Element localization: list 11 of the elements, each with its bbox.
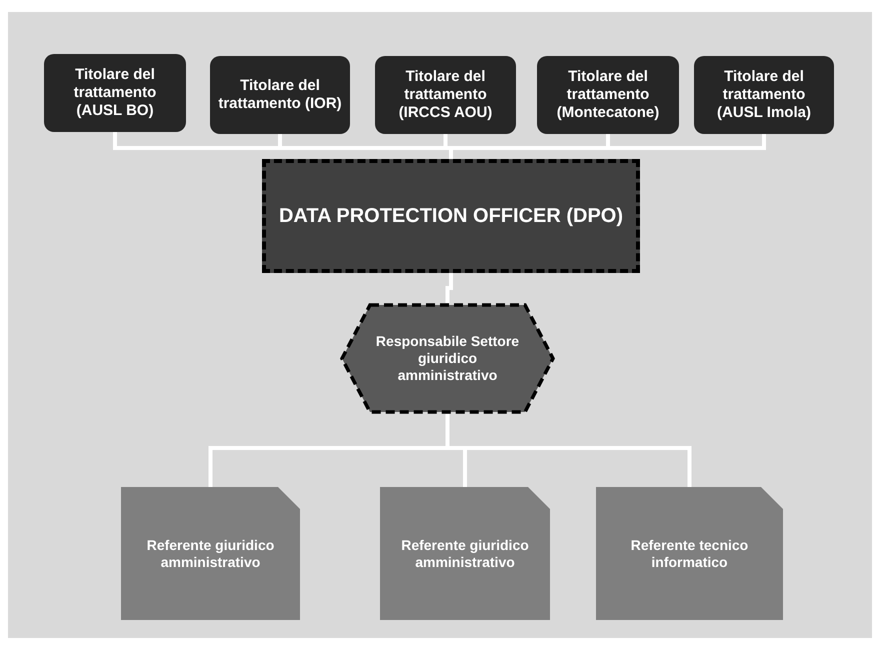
entity-box: Titolare del trattamento (IOR) bbox=[210, 56, 350, 134]
hexagon-node: Responsabile Settore giuridico amministrativo bbox=[340, 303, 555, 414]
entity-box: Titolare del trattamento (AUSL BO) bbox=[44, 54, 186, 132]
entity-box: Titolare del trattamento (IRCCS AOU) bbox=[375, 56, 516, 134]
document-box: Referente tecnico informatico bbox=[596, 487, 783, 620]
connector-line bbox=[446, 273, 453, 303]
officer-box: DATA PROTECTION OFFICER (DPO) bbox=[262, 159, 640, 273]
document-box: Referente giuridico amministrativo bbox=[121, 487, 300, 620]
document-box: Referente giuridico amministrativo bbox=[380, 487, 550, 620]
entity-box: Titolare del trattamento (Montecatone) bbox=[537, 56, 679, 134]
entity-box: Titolare del trattamento (AUSL Imola) bbox=[694, 56, 834, 134]
